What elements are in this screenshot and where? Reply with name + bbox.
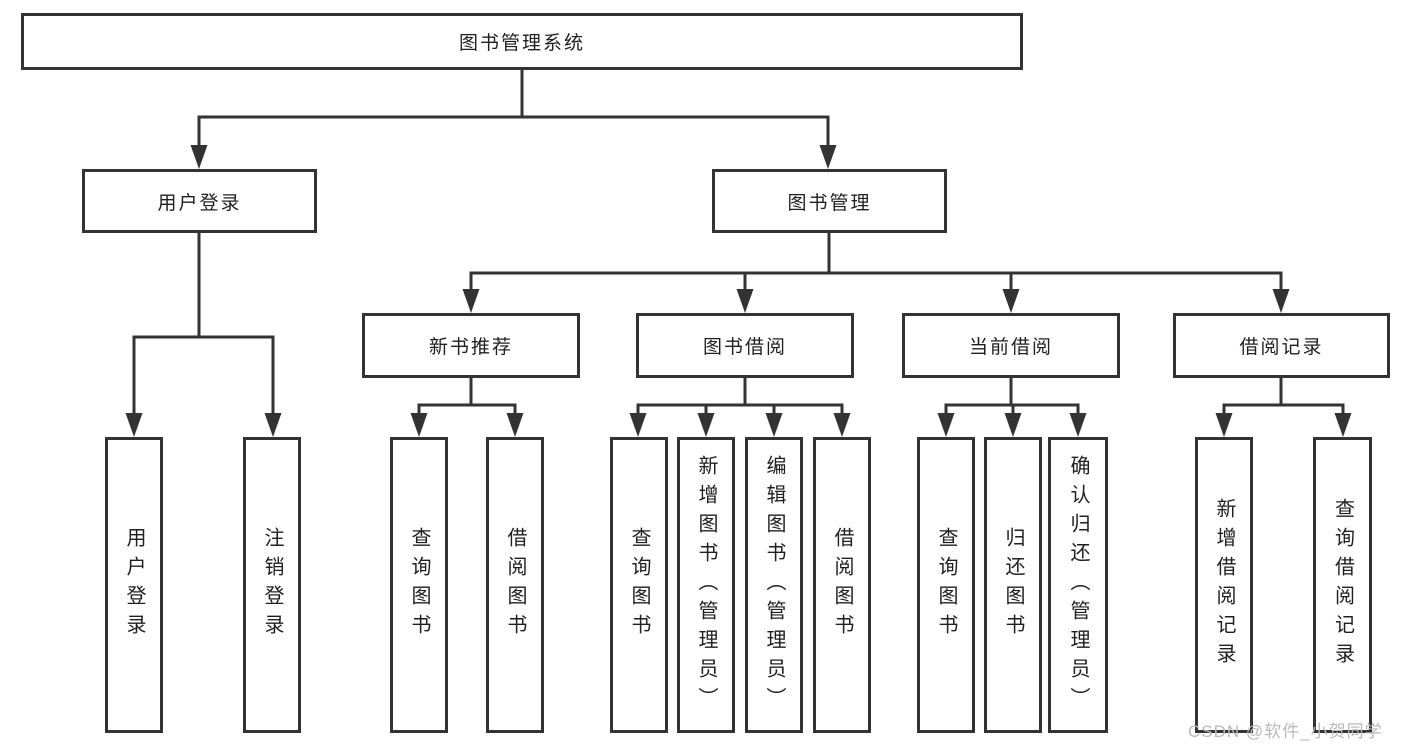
node-leaf-nb-query-label: 查询图书	[408, 527, 430, 643]
node-user-login-branch-label: 用户登录	[157, 192, 242, 214]
node-leaf-bb-query: 查询图书	[610, 437, 668, 733]
node-leaf-bb-borrow-label: 借阅图书	[831, 527, 853, 643]
node-leaf-nb-borrow: 借阅图书	[486, 437, 544, 733]
node-root-label: 图书管理系统	[458, 33, 585, 54]
node-current-borrow: 当前借阅	[902, 313, 1120, 378]
node-leaf-logout: 注销登录	[243, 437, 301, 733]
node-leaf-br-add: 新增借阅记录	[1195, 437, 1253, 733]
node-leaf-bb-edit: 编辑图书（管理员）	[745, 437, 803, 733]
node-leaf-cb-return: 归还图书	[984, 437, 1042, 733]
node-book-management-label: 图书管理	[787, 192, 872, 214]
node-leaf-bb-edit-label: 编辑图书（管理员）	[763, 454, 785, 716]
node-new-book-recommend-label: 新书推荐	[428, 337, 513, 358]
node-leaf-nb-query: 查询图书	[390, 437, 448, 733]
node-leaf-cb-confirm: 确认归还（管理员）	[1048, 437, 1108, 733]
node-current-borrow-label: 当前借阅	[968, 337, 1053, 358]
node-borrow-records: 借阅记录	[1173, 313, 1390, 378]
node-user-login-branch: 用户登录	[82, 169, 317, 233]
node-leaf-user-login-label: 用户登录	[123, 527, 145, 643]
csdn-watermark: CSDN @软件_小贺同学	[1188, 722, 1383, 741]
node-leaf-br-add-label: 新增借阅记录	[1213, 498, 1235, 672]
connector-rails	[132, 69, 1345, 418]
node-leaf-bb-add: 新增图书（管理员）	[677, 437, 735, 733]
node-leaf-cb-query-label: 查询图书	[935, 527, 957, 643]
node-leaf-logout-label: 注销登录	[261, 527, 283, 643]
node-leaf-bb-query-label: 查询图书	[628, 527, 650, 643]
node-leaf-bb-borrow: 借阅图书	[813, 437, 871, 733]
node-book-management: 图书管理	[712, 169, 947, 233]
node-leaf-br-query: 查询借阅记录	[1313, 437, 1372, 733]
node-book-borrow-label: 图书借阅	[702, 337, 787, 358]
node-leaf-bb-add-label: 新增图书（管理员）	[695, 454, 717, 716]
node-leaf-cb-confirm-label: 确认归还（管理员）	[1067, 454, 1089, 716]
arrow-heads	[125, 145, 1352, 437]
node-leaf-cb-query: 查询图书	[917, 437, 975, 733]
node-leaf-br-query-label: 查询借阅记录	[1331, 498, 1354, 672]
node-leaf-cb-return-label: 归还图书	[1002, 527, 1024, 643]
node-new-book-recommend: 新书推荐	[362, 313, 580, 378]
node-leaf-user-login: 用户登录	[105, 437, 163, 733]
node-borrow-records-label: 借阅记录	[1239, 337, 1324, 358]
node-leaf-nb-borrow-label: 借阅图书	[504, 527, 526, 643]
node-book-borrow: 图书借阅	[636, 313, 854, 378]
node-root: 图书管理系统	[21, 13, 1023, 70]
